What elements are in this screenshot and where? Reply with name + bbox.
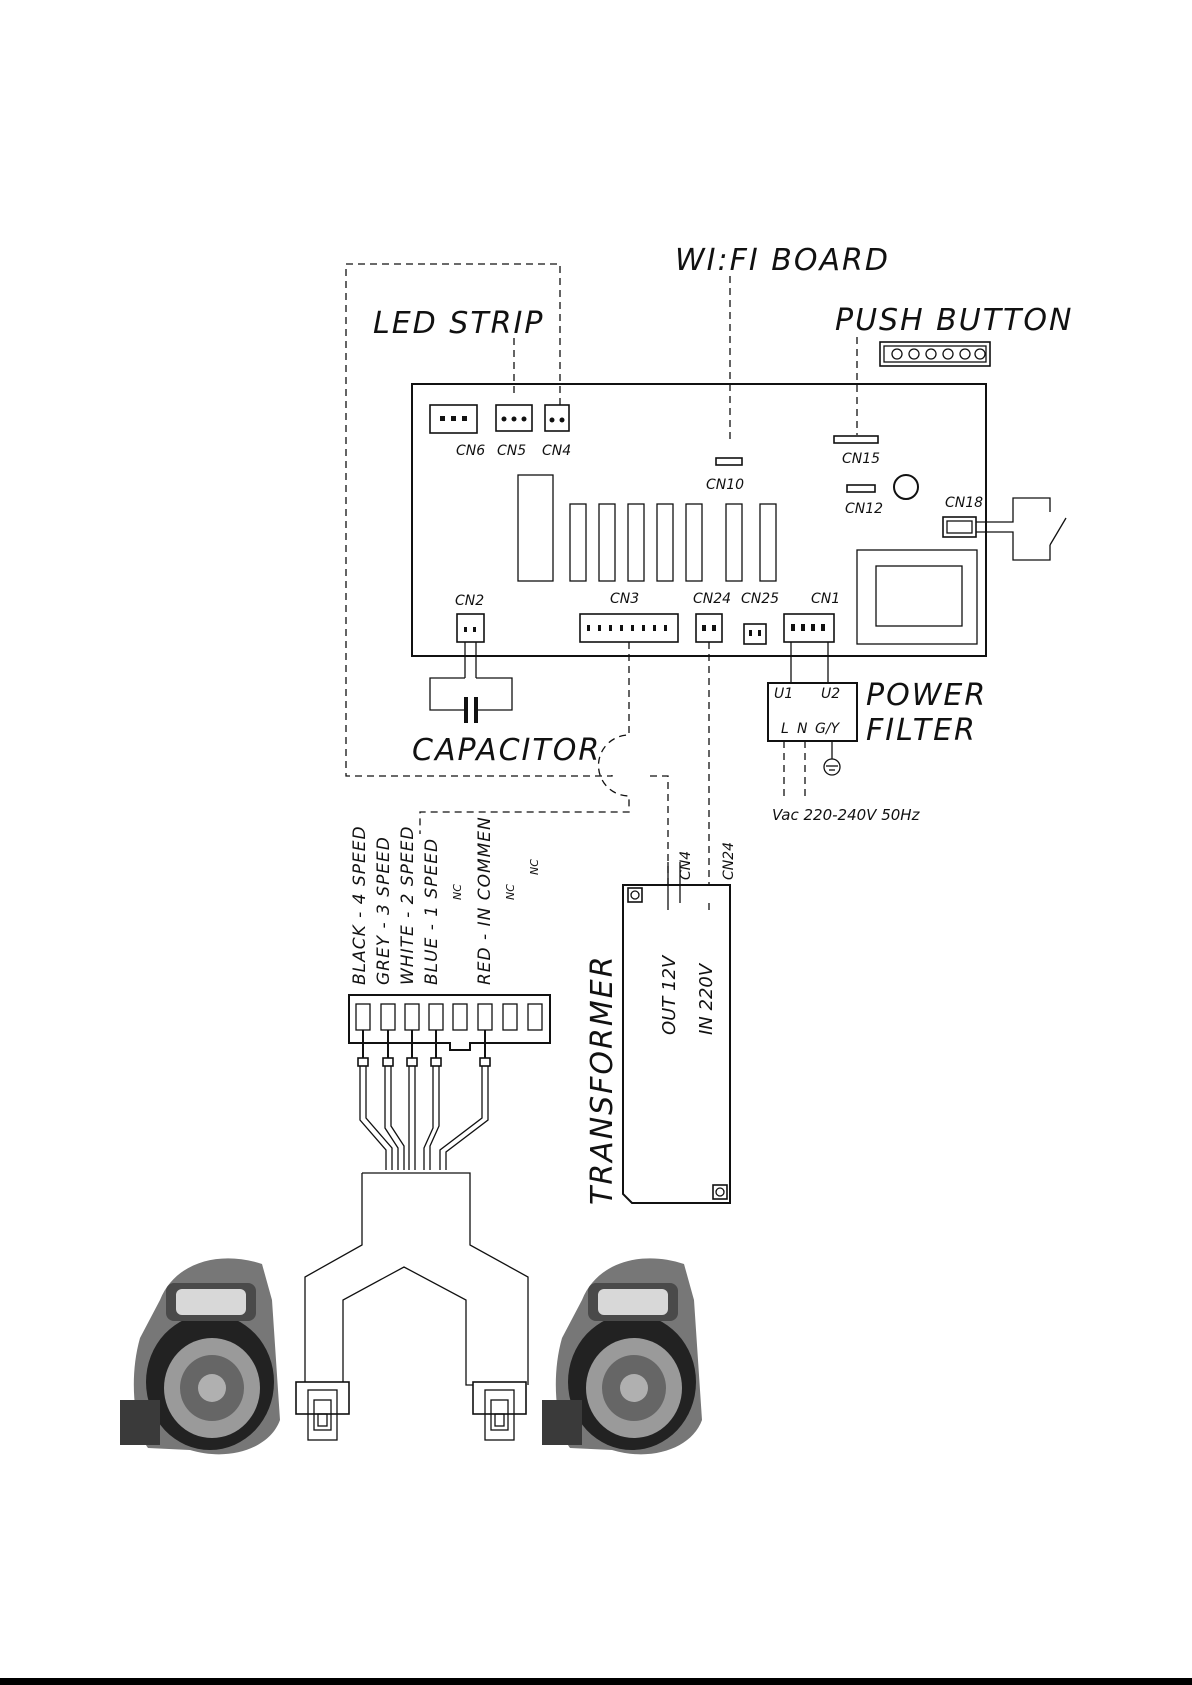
wire-nc2-label: NC (504, 884, 517, 900)
connector-cn5: CN5 (496, 405, 532, 459)
transformer-out-label: OUT 12V (659, 954, 680, 1035)
connector-cn2: CN2 (455, 593, 484, 642)
transformer-tap-cn24: CN24 (721, 842, 737, 880)
connector-cn24: CN24 (693, 591, 731, 642)
transformer-label: TRANSFORMER (585, 954, 620, 1205)
filter-gy-label: G/Y (815, 721, 841, 737)
led-strip-label: LED STRIP (373, 306, 544, 341)
wire-white-label: WHITE - 2 SPEED (398, 825, 418, 985)
power-filter: U1 U2 L N G/Y (768, 642, 857, 796)
cn6-label: CN6 (456, 443, 485, 459)
cn15-label: CN15 (842, 451, 880, 467)
filter-u1-label: U1 (774, 686, 793, 702)
buzzer-icon (894, 475, 918, 499)
push-button-module (880, 342, 990, 366)
door-switch (976, 498, 1066, 560)
connector-cn15: CN15 (834, 436, 880, 467)
wire-red-label: RED - IN COMMEN (475, 816, 495, 985)
filter-u2-label: U2 (821, 686, 840, 702)
cn24-label: CN24 (693, 591, 731, 607)
wire-black-label: BLACK - 4 SPEED (350, 825, 370, 985)
motor-plug-right (473, 1382, 526, 1440)
transformer-in-label: IN 220V (696, 962, 717, 1035)
wire-harness (305, 1173, 528, 1385)
connector-cn18: CN18 (943, 495, 983, 537)
connector-cn4: CN4 (542, 405, 571, 459)
connector-cn3: CN3 (580, 591, 678, 642)
page-bottom-border (0, 1678, 1192, 1685)
cn4-label: CN4 (542, 443, 571, 459)
capacitor (430, 642, 512, 723)
fan-motor-left-icon (120, 1258, 280, 1454)
onboard-transformer (857, 550, 977, 644)
cn10-label: CN10 (706, 477, 744, 493)
wire-grey-label: GREY - 3 SPEED (374, 836, 394, 985)
cn3-label: CN3 (610, 591, 639, 607)
connector-cn6: CN6 (430, 405, 485, 459)
motor-terminal-block (349, 995, 550, 1050)
cn25-label: CN25 (741, 591, 779, 607)
ground-icon (824, 759, 840, 775)
push-button-label: PUSH BUTTON (835, 303, 1073, 338)
cn18-label: CN18 (945, 495, 983, 511)
connector-cn25: CN25 (741, 591, 779, 644)
cn1-label: CN1 (811, 591, 840, 607)
transformer-tap-cn4: CN4 (678, 851, 694, 880)
vac-label: Vac 220-240V 50Hz (772, 806, 921, 824)
cn2-label: CN2 (455, 593, 484, 609)
capacitor-label: CAPACITOR (412, 733, 601, 768)
connector-cn1: CN1 (784, 591, 840, 642)
connector-cn12: CN12 (845, 485, 883, 517)
wifi-board-label: WI:FI BOARD (675, 243, 890, 278)
wire-nc1-label: NC (451, 884, 464, 900)
wire-nc3-label: NC (528, 859, 541, 875)
wire-blue-label: BLUE - 1 SPEED (422, 838, 442, 985)
filter-n-label: N (797, 721, 808, 737)
fan-motor-right-icon (542, 1258, 702, 1454)
power-filter-label-2: FILTER (866, 713, 977, 748)
filter-l-label: L (781, 721, 789, 737)
cn12-label: CN12 (845, 501, 883, 517)
motor-plug-left (296, 1382, 349, 1440)
connector-cn10: CN10 (706, 458, 744, 493)
cn5-label: CN5 (497, 443, 526, 459)
power-filter-label-1: POWER (866, 678, 987, 713)
